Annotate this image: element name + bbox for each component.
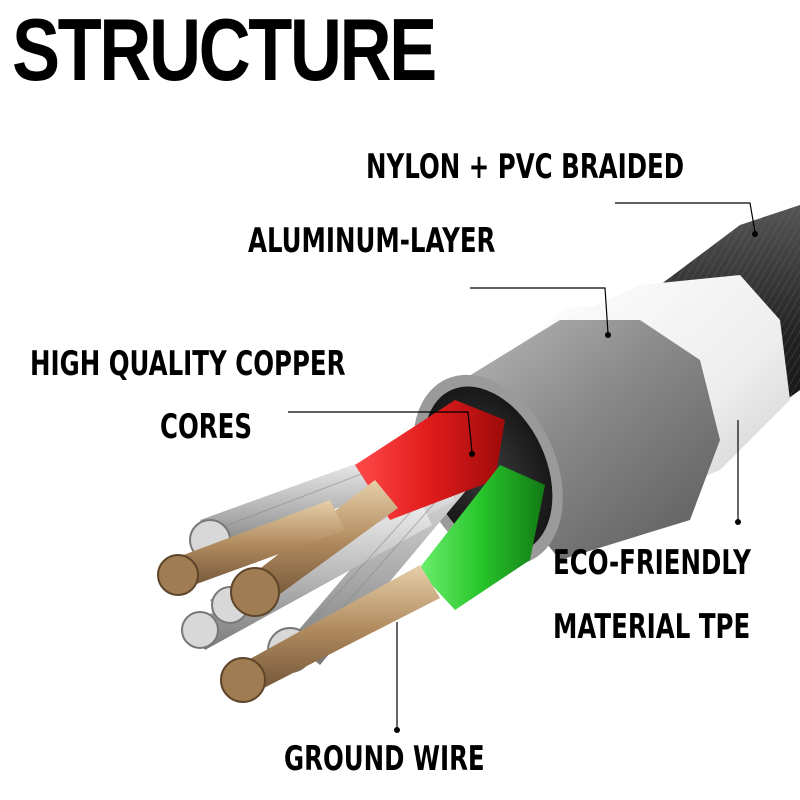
red-core [230, 400, 505, 617]
leader-dot [394, 727, 400, 733]
leader-dots [394, 231, 758, 733]
label-aluminum-layer: ALUMINUM-LAYER [248, 221, 496, 261]
leader-dot [752, 231, 758, 237]
leader-line-aluminum [470, 287, 609, 334]
leader-line-copper [288, 411, 473, 453]
leader-line-nylon [615, 202, 756, 233]
copper-core-end [230, 567, 280, 617]
copper-core-end [220, 657, 266, 703]
strand-end [181, 611, 219, 649]
copper-core-end [157, 554, 199, 596]
leader-dot [469, 451, 475, 457]
leader-dot [605, 332, 611, 338]
page-title: STRUCTURE [12, 0, 437, 99]
copper-core [157, 500, 345, 596]
label-nylon-pvc-braided: NYLON + PVC BRAIDED [366, 147, 685, 187]
label-copper-cores-line1: HIGH QUALITY COPPER [30, 344, 346, 384]
label-copper-cores-line2: CORES [160, 407, 252, 447]
label-eco-friendly-line2: MATERIAL TPE [553, 607, 751, 647]
leader-dot [735, 519, 741, 525]
leader-lines [288, 202, 756, 728]
label-eco-friendly-line1: ECO-FRIENDLY [553, 543, 751, 583]
label-ground-wire: GROUND WIRE [284, 739, 485, 779]
green-core [220, 465, 545, 703]
